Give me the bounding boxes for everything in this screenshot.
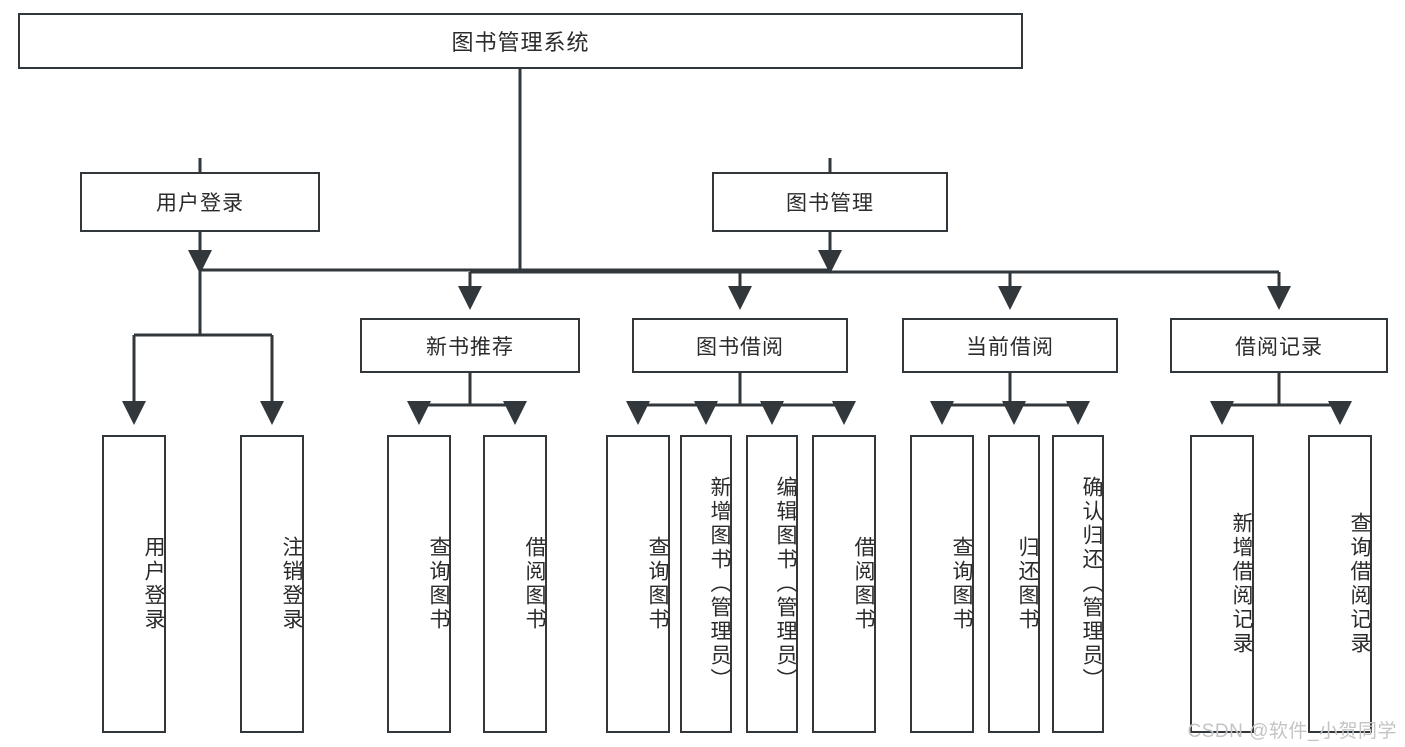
node-user-login[interactable]: 用户登录	[80, 172, 320, 232]
node-leaf-query-book-1[interactable]: 查询图书	[387, 435, 451, 733]
node-leaf-add-book-label: 新增图书（管理员）	[708, 476, 731, 692]
node-leaf-query-record-label: 查询借阅记录	[1348, 512, 1371, 656]
node-leaf-confirm-return-label: 确认归还（管理员）	[1080, 476, 1103, 692]
node-leaf-add-record-label: 新增借阅记录	[1230, 512, 1253, 656]
node-new-book-recommend-label: 新书推荐	[426, 335, 514, 359]
node-leaf-edit-book-label: 编辑图书（管理员）	[774, 476, 797, 692]
node-leaf-query-book-2[interactable]: 查询图书	[606, 435, 670, 733]
node-leaf-query-book-3-label: 查询图书	[950, 536, 973, 632]
node-root[interactable]: 图书管理系统	[18, 13, 1023, 69]
node-current-borrow[interactable]: 当前借阅	[902, 318, 1118, 373]
node-leaf-logout-label: 注销登录	[280, 536, 303, 632]
node-leaf-logout[interactable]: 注销登录	[240, 435, 304, 733]
node-leaf-user-login[interactable]: 用户登录	[102, 435, 166, 733]
node-leaf-borrow-book-2-label: 借阅图书	[852, 536, 875, 632]
node-book-manage-label: 图书管理	[786, 192, 874, 215]
node-leaf-user-login-label: 用户登录	[142, 536, 165, 632]
node-root-label: 图书管理系统	[451, 30, 590, 55]
watermark: CSDN @软件_小贺同学	[1187, 721, 1397, 742]
node-leaf-borrow-book-1-label: 借阅图书	[523, 536, 546, 632]
node-leaf-query-book-2-label: 查询图书	[646, 536, 669, 632]
node-leaf-borrow-book-2[interactable]: 借阅图书	[812, 435, 876, 733]
node-book-borrow-label: 图书借阅	[696, 335, 784, 359]
node-leaf-add-record[interactable]: 新增借阅记录	[1190, 435, 1254, 733]
node-book-manage[interactable]: 图书管理	[712, 172, 948, 232]
node-leaf-borrow-book-1[interactable]: 借阅图书	[483, 435, 547, 733]
node-leaf-edit-book[interactable]: 编辑图书（管理员）	[746, 435, 798, 733]
node-leaf-return-book-label: 归还图书	[1016, 536, 1039, 632]
node-borrow-record[interactable]: 借阅记录	[1170, 318, 1388, 373]
node-leaf-query-record[interactable]: 查询借阅记录	[1308, 435, 1372, 733]
node-new-book-recommend[interactable]: 新书推荐	[360, 318, 580, 373]
node-leaf-confirm-return[interactable]: 确认归还（管理员）	[1052, 435, 1104, 733]
node-leaf-query-book-1-label: 查询图书	[427, 536, 450, 632]
node-leaf-return-book[interactable]: 归还图书	[988, 435, 1040, 733]
node-leaf-query-book-3[interactable]: 查询图书	[910, 435, 974, 733]
node-borrow-record-label: 借阅记录	[1235, 335, 1323, 359]
node-leaf-add-book[interactable]: 新增图书（管理员）	[680, 435, 732, 733]
node-user-login-label: 用户登录	[156, 192, 244, 215]
node-current-borrow-label: 当前借阅	[966, 335, 1054, 359]
node-book-borrow[interactable]: 图书借阅	[632, 318, 848, 373]
